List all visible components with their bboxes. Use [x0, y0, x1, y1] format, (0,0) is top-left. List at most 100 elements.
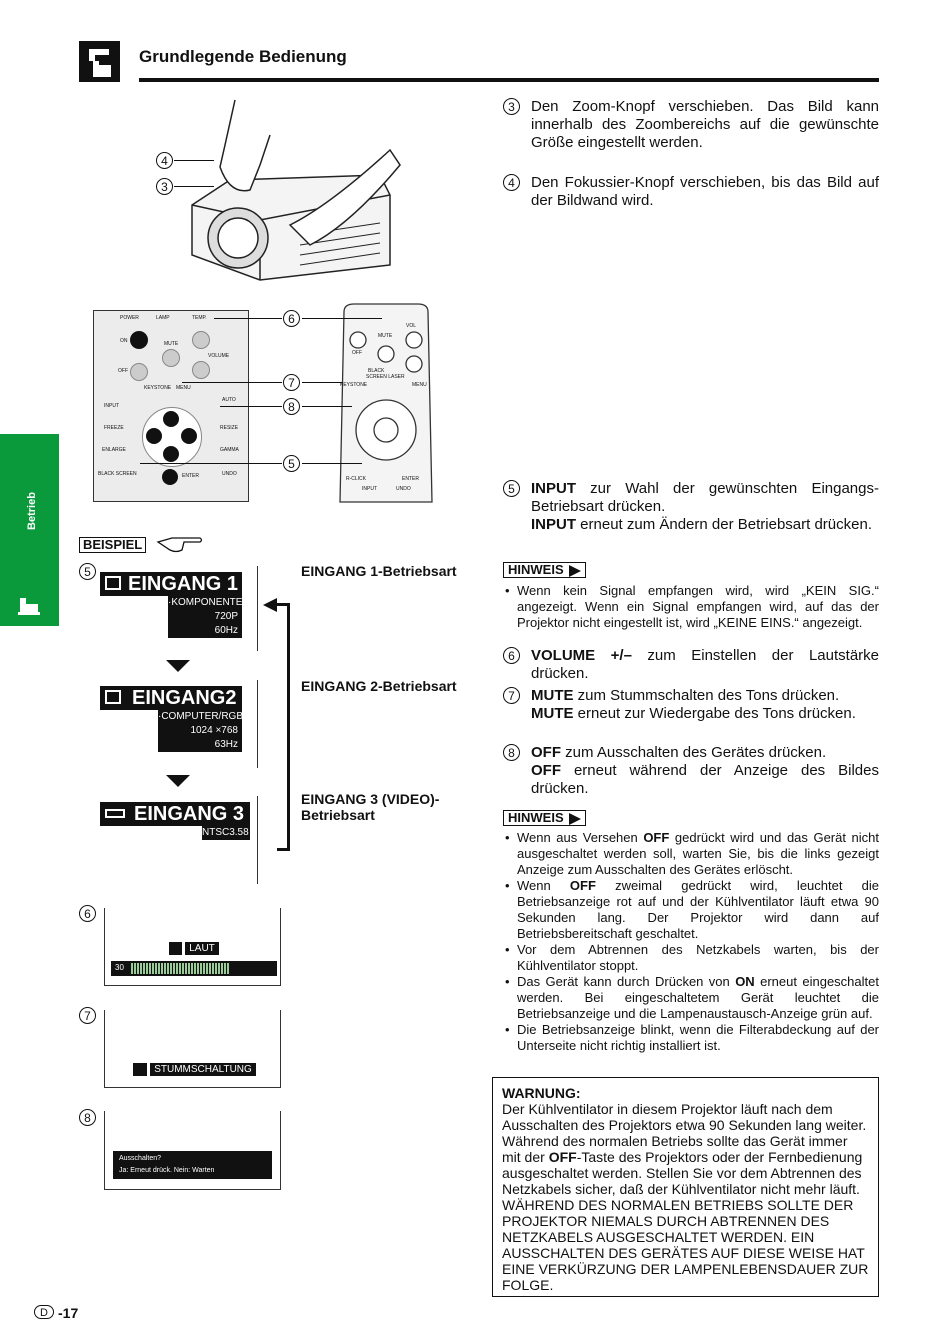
- callout-7: 7: [283, 374, 300, 391]
- panel-vol-down-button[interactable]: [192, 361, 210, 379]
- panel-off-label: OFF: [118, 368, 128, 374]
- panel-off-button[interactable]: [130, 363, 148, 381]
- remote-off-label: OFF: [352, 350, 362, 356]
- page-title: Grundlegende Bedienung: [139, 47, 347, 66]
- callout-5: 5: [283, 455, 300, 472]
- caption-eingang-3: EINGANG 3 (VIDEO)-Betriebsart: [301, 791, 440, 823]
- leader-line: [214, 318, 282, 319]
- panel-temp-label: TEMP.: [192, 315, 207, 321]
- leader-line: [174, 160, 214, 161]
- remote-rclick-label: R-CLICK: [346, 476, 367, 482]
- hinweis-2-item-2: Wenn OFF zweimal gedrückt wird, leuchtet…: [503, 878, 879, 942]
- osd-off-frame: Ausschalten? Ja: Erneut drück. Nein: War…: [104, 1111, 281, 1190]
- example-8-number: 8: [79, 1109, 96, 1126]
- panel-menu-label: MENU: [176, 385, 191, 391]
- panel-resize-label: RESIZE: [220, 425, 239, 431]
- step-8-bold-2: OFF: [531, 762, 561, 779]
- side-tab-hand-icon: [16, 594, 42, 616]
- video-icon: [105, 809, 125, 818]
- down-arrow-icon: [166, 660, 190, 672]
- remote-keystone-label: KEYSTONE: [340, 382, 368, 388]
- panel-enter-button[interactable]: [162, 469, 178, 485]
- panel-auto-label: AUTO: [222, 397, 236, 403]
- step-6-bold: VOLUME +/–: [531, 647, 632, 664]
- panel-enlarge-label: ENLARGE: [102, 447, 126, 453]
- remote-black-label: BLACK: [368, 368, 385, 374]
- remote-control: VOL MUTE OFF BLACK SCREEN LASER KEYSTONE…: [336, 302, 436, 512]
- example-5-number: 5: [79, 563, 96, 580]
- bracket-arrow-icon: [263, 598, 277, 612]
- right-arrow-button[interactable]: [181, 428, 197, 444]
- callout-3: 3: [156, 178, 173, 195]
- leader-line: [302, 318, 382, 319]
- panel-gamma-label: GAMMA: [220, 447, 239, 453]
- beispiel-label: BEISPIEL: [79, 537, 147, 553]
- panel-vol-up-button[interactable]: [192, 331, 210, 349]
- down-arrow-icon: [166, 775, 190, 787]
- step-4-number: 4: [503, 174, 520, 191]
- callout-6: 6: [283, 310, 300, 327]
- hinweis-1: HINWEIS Wenn kein Signal empfangen wird,…: [503, 561, 879, 631]
- step-5-text-2: erneut zum Ändern der Betriebsart drücke…: [576, 516, 872, 533]
- panel-input-label: INPUT: [104, 403, 119, 409]
- hinweis-2-label: HINWEIS: [503, 810, 586, 826]
- osd-eingang-3-title: EINGANG 3: [100, 802, 250, 826]
- panel-freeze-label: FREEZE: [104, 425, 124, 431]
- panel-mute-button[interactable]: [162, 349, 180, 367]
- warning-box: WARNUNG: Der Kühlventilator in diesem Pr…: [492, 1077, 879, 1297]
- down-arrow-button[interactable]: [163, 446, 179, 462]
- leader-line: [302, 406, 352, 407]
- panel-lamp-label: LAMP: [156, 315, 170, 321]
- warning-text: Der Kühlventilator in diesem Projektor l…: [502, 1101, 869, 1293]
- warning-title: WARNUNG:: [502, 1085, 581, 1101]
- leader-line: [174, 186, 214, 187]
- panel-black-screen-label: BLACK SCREEN: [98, 471, 137, 477]
- osd-frame-3: EINGANG 3 NTSC3.58: [100, 796, 258, 884]
- callout-4: 4: [156, 152, 173, 169]
- leader-line: [182, 382, 282, 383]
- step-8-text-1: zum Ausschalten des Gerätes drücken.: [561, 744, 827, 761]
- osd-volume-bar: 30: [111, 961, 277, 976]
- remote-menu-label: MENU: [412, 382, 427, 388]
- remote-mute-label: MUTE: [378, 333, 393, 339]
- step-7-text-1: zum Stummschalten des Tons drücken.: [573, 687, 840, 704]
- panel-mute-label: MUTE: [164, 341, 179, 347]
- step-5-text-1: zur Wahl der gewünschten Eingangs-Betrie…: [531, 480, 879, 515]
- panel-power-label: POWER: [120, 315, 139, 321]
- left-arrow-button[interactable]: [146, 428, 162, 444]
- osd-eingang-3-detail: NTSC3.58: [202, 826, 250, 840]
- mute-icon: [133, 1063, 147, 1076]
- footer-page-number: -17: [58, 1305, 79, 1321]
- up-arrow-button[interactable]: [163, 411, 179, 427]
- osd-off-question: Ausschalten?: [119, 1155, 162, 1162]
- footer-language-badge: D: [34, 1305, 54, 1319]
- osd-mute-label: STUMMSCHALTUNG: [150, 1063, 256, 1076]
- header-rule: [139, 78, 879, 82]
- panel-direction-pad[interactable]: [142, 407, 202, 467]
- step-6: 6 VOLUME +/– zum Einstellen der Lautstär…: [503, 647, 879, 683]
- hinweis-2-item-4: Das Gerät kann durch Drücken von ON erne…: [503, 974, 879, 1022]
- osd-mute-frame: STUMMSCHALTUNG: [104, 1010, 281, 1088]
- hinweis-2: HINWEIS Wenn aus Versehen OFF gedrückt w…: [503, 809, 879, 1054]
- step-3-number: 3: [503, 98, 520, 115]
- remote-undo-label: UNDO: [396, 486, 411, 492]
- example-6-number: 6: [79, 905, 96, 922]
- step-8-text-2: erneut während der Anzeige des Bildes dr…: [531, 762, 879, 797]
- panel-on-button[interactable]: [130, 331, 148, 349]
- hinweis-1-item: Wenn kein Signal empfangen wird, wird „K…: [503, 583, 879, 631]
- panel-volume-label: VOLUME: [208, 353, 230, 359]
- hinweis-2-item-5: Die Betriebsanzeige blinkt, wenn die Fil…: [503, 1022, 879, 1054]
- side-tab-label: Betrieb: [26, 492, 38, 530]
- step-6-number: 6: [503, 647, 520, 664]
- osd-volume-value: 30: [115, 963, 124, 972]
- speaker-icon: [169, 942, 182, 955]
- caption-eingang-2: EINGANG 2-Betriebsart: [301, 678, 457, 694]
- step-5-bold-1: INPUT: [531, 480, 576, 497]
- leader-line: [302, 463, 362, 464]
- callout-8: 8: [283, 398, 300, 415]
- step-8-number: 8: [503, 744, 520, 761]
- step-5: 5 INPUT zur Wahl der gewünschten Eingang…: [503, 480, 879, 534]
